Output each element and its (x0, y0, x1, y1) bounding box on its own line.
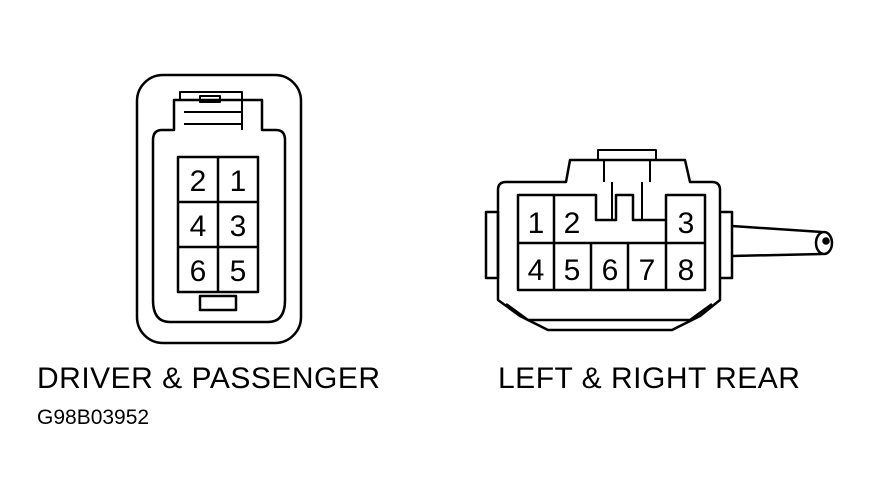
pin-label: 6 (602, 254, 619, 287)
pin-label: 1 (528, 207, 545, 240)
rear-connector-latch (597, 149, 657, 182)
pin-label: 3 (678, 207, 695, 240)
pin-label: 3 (230, 210, 247, 243)
pin-label: 7 (639, 254, 656, 287)
rear-connector-left-flange (484, 210, 500, 280)
left-connector-latch (179, 91, 243, 130)
pin-label: 6 (190, 255, 207, 288)
figure-code: G98B03952 (37, 406, 150, 429)
pin-label: 2 (190, 165, 207, 198)
rear-connector-wire (731, 224, 834, 258)
rear-connector-outer-housing (496, 158, 722, 332)
rear-connector-pin-field (516, 193, 707, 292)
rear-connector-right-flange (720, 210, 734, 280)
pin-label: 4 (528, 254, 545, 287)
pin-label: 5 (230, 255, 247, 288)
rear-connector-cavity-lines (518, 195, 705, 290)
left-connector-pin-grid (176, 155, 260, 294)
left-right-rear-caption: LEFT & RIGHT REAR (498, 362, 801, 395)
rear-connector-bottom-rim (505, 302, 713, 322)
left-connector-outer-housing (135, 73, 303, 345)
pin-label: 5 (564, 254, 581, 287)
pin-label: 8 (678, 254, 695, 287)
left-connector-inner-housing (151, 98, 287, 324)
driver-passenger-connector (135, 73, 303, 345)
driver-passenger-caption: DRIVER & PASSENGER (37, 362, 381, 395)
left-connector-key-tab (198, 294, 238, 312)
pin-label: 4 (190, 210, 207, 243)
left-right-rear-connector (484, 149, 834, 332)
pin-label: 2 (564, 207, 581, 240)
pin-label: 1 (230, 165, 247, 198)
